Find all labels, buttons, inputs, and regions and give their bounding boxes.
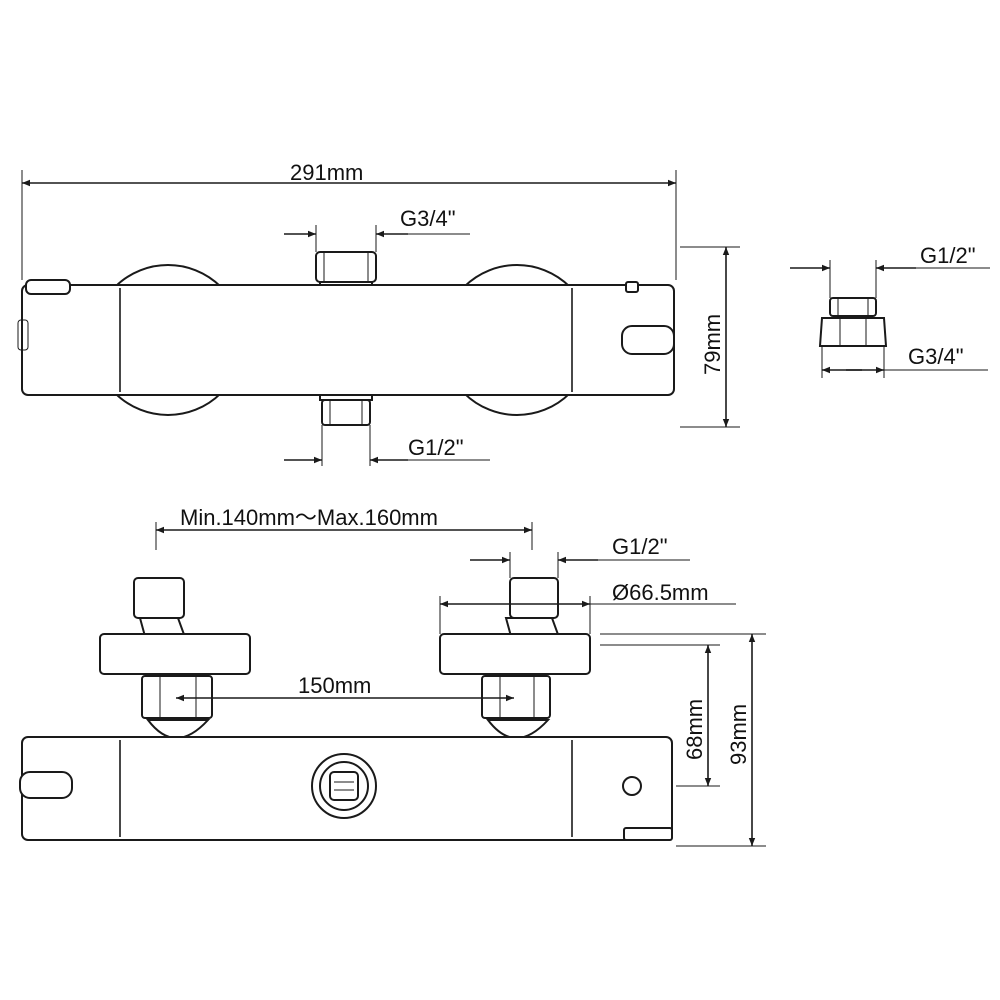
adapter-outer-thread-label: G3/4" xyxy=(908,344,964,369)
adapter-inner-thread-label: G1/2" xyxy=(920,243,976,268)
depth-short-label: 68mm xyxy=(682,699,707,760)
left-handle-tab xyxy=(25,279,71,295)
front-view: Min.140mm～Max.160mm G1/2" Ø66.5mm 150mm … xyxy=(19,505,766,847)
right-button-front xyxy=(622,776,642,796)
overall-length-label: 291mm xyxy=(290,160,363,185)
top-inlet-thread-label: G3/4" xyxy=(400,206,456,231)
right-inlet-assembly xyxy=(439,577,591,739)
top-view: 291mm G3/4" G1/2" 79mm xyxy=(17,160,740,466)
body-height-label: 79mm xyxy=(700,314,725,375)
depth-total-label: 93mm xyxy=(726,704,751,765)
right-handle-button xyxy=(621,325,675,355)
flange-diameter-label: Ø66.5mm xyxy=(612,580,709,605)
bottom-outlet-thread-label: G1/2" xyxy=(408,435,464,460)
front-outlet xyxy=(311,753,377,819)
center-distance-label: 150mm xyxy=(298,673,371,698)
adapter-detail: G1/2" G3/4" xyxy=(790,243,990,378)
left-handle-front xyxy=(19,771,73,799)
center-range-label: Min.140mm～Max.160mm xyxy=(180,505,438,530)
left-inlet-assembly xyxy=(99,577,251,739)
right-flange xyxy=(439,633,591,675)
left-flange xyxy=(99,633,251,675)
inlet-thread-label: G1/2" xyxy=(612,534,668,559)
